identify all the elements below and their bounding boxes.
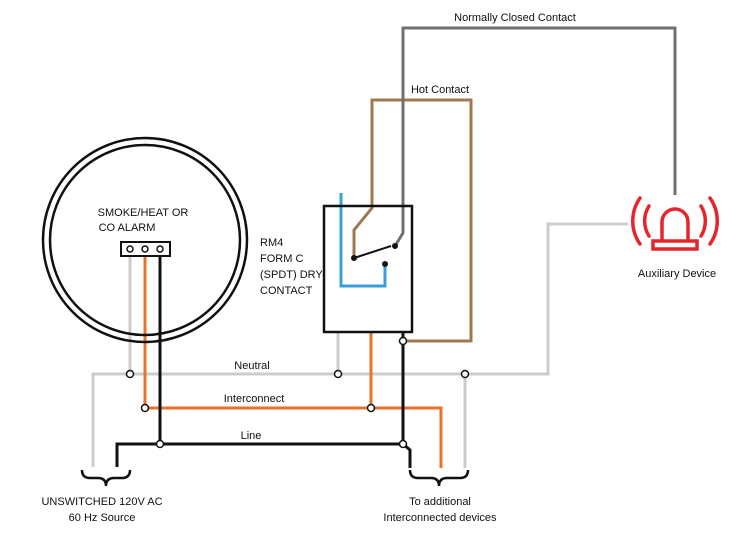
nc-contact-label: Normally Closed Contact: [454, 12, 576, 24]
normally-closed-wire: [393, 26, 677, 247]
rm4-relay: RM4 FORM C (SPDT) DRY CONTACT: [260, 204, 414, 334]
interconnect-wires: [143, 251, 443, 468]
relay-switch-arm: [353, 245, 392, 259]
line-main-wire: [115, 442, 403, 467]
auxiliary-device: Auxiliary Device: [630, 196, 720, 280]
junction-dots: [125, 336, 470, 449]
junction-relay-line-terminal: [398, 336, 408, 346]
alarm-label-line1: SMOKE/HEAT OR: [98, 207, 189, 219]
source-brace: [80, 469, 132, 487]
additional-brace: [408, 469, 470, 487]
junction-line-alarm: [155, 439, 165, 449]
junction-neutral-out: [460, 369, 470, 379]
hot-contact-label: Hot Contact: [411, 84, 469, 96]
alarm-outer-ring: [41, 136, 249, 344]
relay-label-line2: FORM C: [260, 253, 303, 265]
auxiliary-device-label: Auxiliary Device: [638, 268, 716, 280]
relay-housing: [322, 204, 414, 334]
junction-interconnect-relay: [366, 403, 376, 413]
source-label-line2: 60 Hz Source: [69, 512, 136, 524]
junction-interconnect-alarm: [140, 403, 150, 413]
relay-common-terminal: [351, 255, 357, 261]
neutral-main-wire: [91, 222, 628, 467]
smoke-alarm: SMOKE/HEAT OR CO ALARM: [41, 136, 249, 344]
line-label: Line: [241, 430, 262, 442]
alarm-terminal-interconnect: [141, 245, 149, 253]
relay-label-line4: CONTACT: [260, 285, 313, 297]
neutral-wires: [91, 222, 628, 468]
junction-line-relay: [398, 439, 408, 449]
relay-label-line1: RM4: [260, 237, 283, 249]
alarm-terminal-line: [156, 245, 164, 253]
additional-label-line2: Interconnected devices: [383, 512, 497, 524]
additional-label-line1: To additional: [409, 496, 471, 508]
alarm-label-line2: CO ALARM: [99, 222, 156, 234]
source-label-line1: UNSWITCHED 120V AC: [41, 496, 162, 508]
alarm-terminal-neutral: [126, 245, 134, 253]
alarm-inner-ring: [48, 143, 242, 337]
junction-neutral-alarm: [125, 369, 135, 379]
line-relay-wire: [401, 332, 412, 468]
interconnect-label: Interconnect: [224, 393, 285, 405]
hot-contact-wire: [352, 98, 473, 343]
junction-neutral-relay: [333, 369, 343, 379]
common-wire: [339, 193, 387, 288]
interconnect-alarm-wire: [143, 251, 443, 468]
relay-nc-terminal: [392, 243, 398, 249]
relay-no-terminal: [382, 261, 388, 267]
line-wires: [115, 251, 412, 468]
relay-label-line3: (SPDT) DRY: [260, 269, 323, 281]
beacon-icon: [630, 196, 720, 251]
neutral-label: Neutral: [234, 360, 269, 372]
